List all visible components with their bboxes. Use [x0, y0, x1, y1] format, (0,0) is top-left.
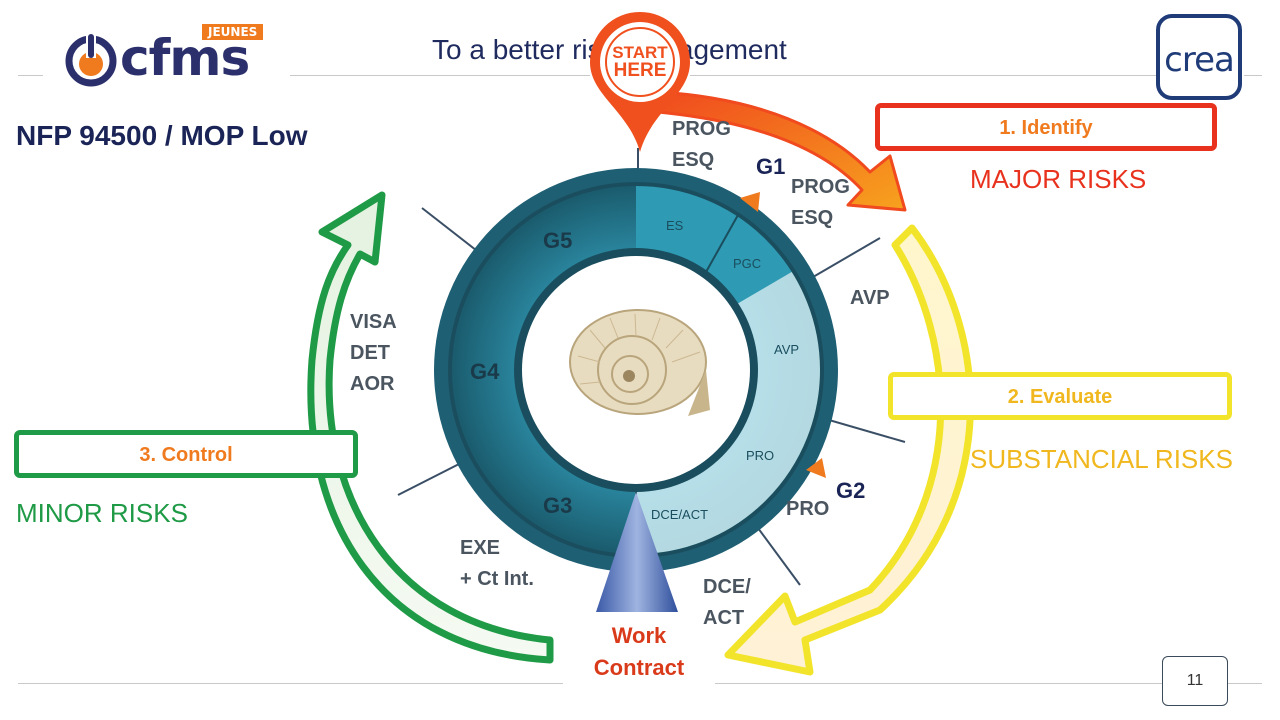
- step-evaluate-box: 2. Evaluate: [888, 372, 1232, 420]
- phase-det-line: DET: [350, 342, 390, 364]
- start-pin-text: START HERE: [600, 44, 680, 81]
- footer-rule-right: [715, 683, 1162, 684]
- standard-subtitle: NFP 94500 / MOP Low: [16, 120, 308, 151]
- footer-rule-left: [18, 683, 563, 684]
- phase-exe-line1: EXE: [460, 537, 501, 559]
- footer-rule-far-right: [1228, 683, 1262, 684]
- identify-arrow: [656, 90, 907, 212]
- segment-dce-act: DCE/ACT: [651, 507, 709, 522]
- step-identify-box: 1. Identify: [875, 103, 1217, 151]
- step-control-box: 3. Control: [14, 430, 358, 478]
- gate-g5: G5: [543, 228, 573, 253]
- gate-g3: G3: [543, 493, 573, 518]
- gate-g1: G1: [756, 154, 786, 179]
- phase-dce-act-line1: DCE/: [703, 576, 751, 598]
- work-contract-line1: Work: [611, 623, 667, 648]
- gate-g4: G4: [470, 359, 500, 384]
- page-number: 11: [1162, 656, 1228, 706]
- phase-pro: PRO: [786, 494, 829, 525]
- step-identify-label: 1. Identify: [999, 117, 1093, 139]
- substancial-risks-label: SUBSTANCIAL RISKS: [970, 444, 1233, 474]
- phase-visa-line: VISA: [350, 311, 397, 333]
- phase-visa-det-aor: VISA DET AOR: [350, 307, 397, 400]
- start-pin-line2: HERE: [613, 60, 667, 81]
- phase-prog-esq-1: PROG ESQ: [672, 114, 731, 176]
- gate-g2-marker: [806, 458, 826, 478]
- step-control-label: 3. Control: [139, 444, 233, 466]
- phase-prog-esq-1-line1: PROG: [672, 118, 731, 140]
- phase-exe-line2: + Ct Int.: [460, 568, 534, 590]
- header-rule-far-right: [1244, 75, 1262, 76]
- cfms-logo: cfms JEUNES: [64, 22, 284, 87]
- phase-dce-act: DCE/ ACT: [703, 572, 751, 634]
- crea-logo-text: crea: [1164, 40, 1235, 80]
- start-pin-line1: START: [612, 43, 668, 62]
- step-evaluate-label: 2. Evaluate: [1007, 386, 1113, 408]
- cfms-jeunes-tag: JEUNES: [202, 24, 264, 40]
- work-contract-cone: [596, 492, 678, 612]
- crea-logo: crea: [1156, 14, 1242, 100]
- phase-dce-act-line2: ACT: [703, 607, 745, 629]
- phase-prog-esq-2-line1: PROG: [791, 176, 850, 198]
- start-here-pin: [589, 11, 690, 152]
- phase-aor-line: AOR: [350, 373, 395, 395]
- control-arrow: [307, 191, 554, 664]
- minor-risks-label: MINOR RISKS: [16, 498, 188, 528]
- cfms-power-icon: [65, 32, 117, 87]
- phase-prog-esq-1-line2: ESQ: [672, 149, 715, 171]
- evaluate-arrow: [724, 224, 974, 676]
- phase-exe: EXE + Ct Int.: [460, 533, 534, 595]
- segment-es: ES: [666, 218, 684, 233]
- gate-g1-marker: [740, 192, 760, 212]
- segment-pgc: PGC: [733, 256, 762, 271]
- phase-prog-esq-2-line2: ESQ: [791, 207, 834, 229]
- segment-avp: AVP: [774, 342, 800, 357]
- ammonite-image: [569, 309, 710, 416]
- header-rule-left: [18, 75, 43, 76]
- work-contract-label: Work Contract: [580, 620, 698, 684]
- major-risks-label: MAJOR RISKS: [970, 164, 1147, 194]
- header-rule-right: [690, 75, 1160, 76]
- segment-pro: PRO: [746, 448, 775, 463]
- phase-avp-line1: AVP: [850, 287, 890, 309]
- work-contract-line2: Contract: [593, 655, 685, 680]
- header-rule-mid: [290, 75, 590, 76]
- gate-g2: G2: [836, 478, 866, 503]
- phase-avp: AVP: [850, 283, 890, 314]
- phase-prog-esq-2: PROG ESQ: [791, 172, 850, 234]
- phase-pro-line1: PRO: [786, 498, 830, 520]
